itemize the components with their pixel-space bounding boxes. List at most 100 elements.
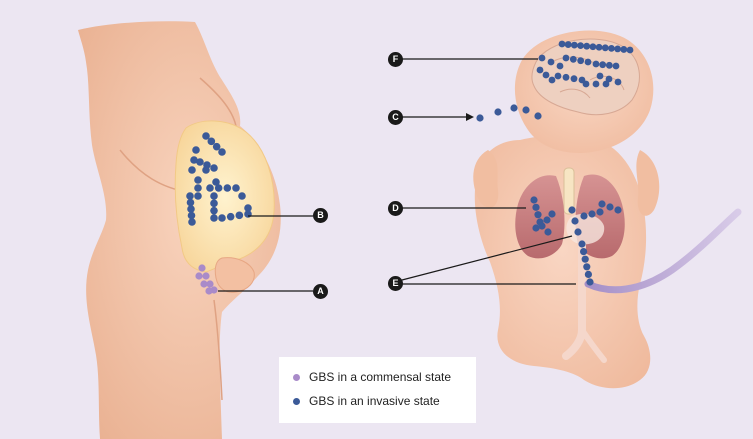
aorta-branch (579, 327, 607, 363)
invasive-bacterium (202, 166, 210, 174)
commensal-bacterium (202, 272, 210, 280)
invasive-bacterium (580, 212, 588, 220)
invasive-bacterium (534, 211, 542, 219)
legend: GBS in a commensal state GBS in an invas… (279, 357, 476, 423)
invasive-bacterium (210, 199, 218, 208)
invasive-bacterium (569, 55, 577, 63)
invasive-bacterium (562, 73, 570, 81)
callout-f: F (388, 52, 403, 67)
baby-arm-left (473, 150, 499, 208)
baby-body (474, 135, 651, 389)
invasive-bacterium (556, 62, 564, 70)
callout-lines (218, 58, 576, 292)
invasive-bacterium (596, 208, 604, 216)
invasive-bacterium (605, 75, 613, 83)
invasive-bacterium (548, 210, 556, 218)
invasive-bacterium (530, 196, 538, 204)
invasive-bacterium (554, 72, 562, 80)
commensal-bacterium (200, 280, 208, 288)
invasive-bacterium (614, 206, 622, 214)
legend-item-commensal: GBS in a commensal state (293, 365, 476, 389)
invasive-bacterium (210, 192, 218, 200)
invasive-bacterium (562, 54, 570, 62)
invasive-bacterium (608, 44, 615, 52)
invasive-bacterium (571, 217, 579, 225)
commensal-dot-icon (293, 373, 300, 381)
invasive-bacterium (564, 41, 572, 48)
invasive-bacterium (187, 211, 196, 220)
invasive-bacterium (595, 43, 603, 51)
callout-d: D (388, 201, 403, 216)
invasive-bacterium (536, 66, 544, 74)
invasive-bacterium (588, 210, 596, 218)
invasive-bacterium (476, 114, 484, 122)
commensal-bacteria (195, 264, 218, 295)
leader-line-e-upper (401, 235, 573, 281)
mother-figure (78, 21, 281, 439)
invasive-bacterium (196, 158, 204, 166)
invasive-bacterium (188, 166, 196, 174)
invasive-bacterium (186, 192, 194, 200)
legend-label-commensal: GBS in a commensal state (309, 370, 452, 384)
invasive-bacterium (596, 72, 604, 80)
invasive-bacterium (581, 255, 589, 263)
invasive-bacteria (186, 40, 634, 286)
invasive-bacterium (226, 212, 235, 221)
callout-a: A (313, 284, 328, 299)
invasive-bacterium (194, 176, 202, 184)
invasive-bacterium (626, 46, 634, 54)
invasive-bacterium (232, 184, 240, 192)
brain-fold-3 (559, 88, 591, 99)
invasive-bacterium (568, 206, 576, 214)
invasive-bacterium (202, 132, 210, 140)
invasive-bacterium (188, 218, 196, 226)
trachea (563, 167, 575, 215)
invasive-bacterium (210, 164, 218, 172)
invasive-bacterium (542, 71, 550, 79)
invasive-bacterium (592, 80, 600, 88)
invasive-bacterium (548, 76, 556, 84)
invasive-bacterium (218, 148, 226, 156)
invasive-bacterium (599, 61, 607, 69)
invasive-bacterium (586, 278, 594, 286)
invasive-bacterium (187, 205, 195, 213)
commensal-bacterium (198, 264, 206, 272)
invasive-bacterium (602, 80, 610, 88)
invasive-bacterium (592, 60, 600, 68)
invasive-bacterium (620, 46, 628, 53)
invasive-bacterium (212, 142, 221, 151)
invasive-bacterium (578, 240, 586, 248)
invasive-bacterium (543, 216, 551, 224)
commensal-bacterium (206, 280, 214, 288)
invasive-bacterium (194, 184, 202, 192)
invasive-bacterium (194, 192, 202, 200)
baby-brain (531, 38, 640, 116)
invasive-bacterium (192, 146, 200, 154)
invasive-bacterium (244, 204, 252, 212)
invasive-bacterium (612, 62, 620, 70)
invasive-bacterium (210, 206, 218, 215)
invasive-dot-icon (293, 397, 300, 405)
invasive-bacterium (584, 58, 592, 66)
commensal-bacterium (205, 287, 213, 295)
invasive-bacterium (532, 224, 540, 232)
invasive-bacterium (589, 43, 597, 51)
invasive-bacterium (522, 106, 530, 114)
fetus-in-womb (214, 257, 255, 293)
invasive-bacterium (544, 228, 552, 236)
invasive-bacterium (605, 61, 613, 69)
invasive-bacterium (570, 41, 578, 49)
mother-leg-line (213, 299, 223, 401)
invasive-bacterium (218, 214, 226, 222)
invasive-bacterium (532, 203, 540, 211)
invasive-bacterium (235, 211, 244, 220)
invasive-bacterium (614, 45, 622, 53)
invasive-bacterium (494, 108, 502, 116)
invasive-bacterium (570, 75, 578, 83)
umbilical-cord (584, 208, 742, 294)
arrowhead-c (466, 113, 474, 121)
baby-figure (473, 30, 742, 389)
baby-arm-right (636, 150, 660, 216)
invasive-bacterium (547, 58, 555, 66)
